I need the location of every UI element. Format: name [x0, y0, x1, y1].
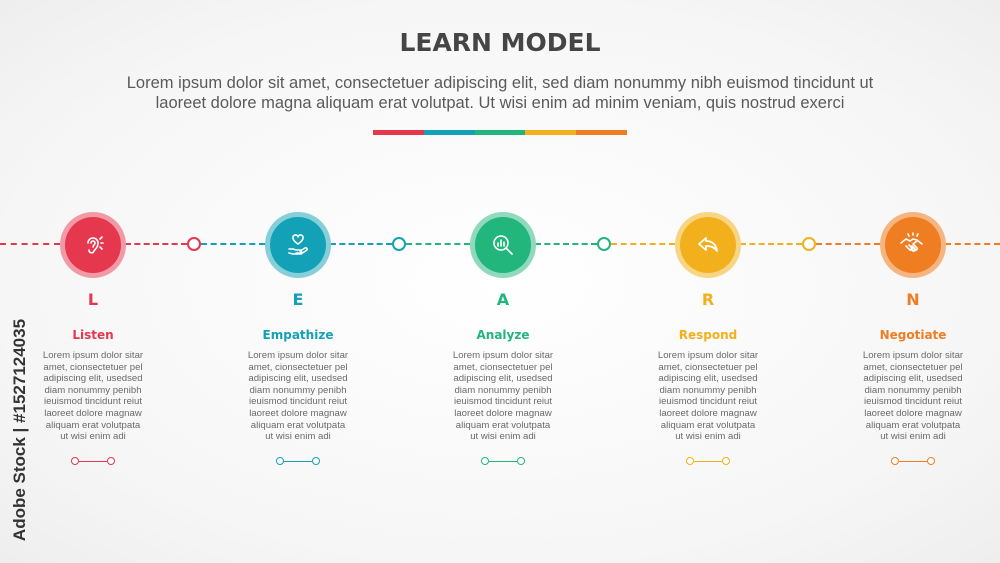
- timeline-segment: [406, 243, 470, 245]
- step-negotiate: N Negotiate Lorem ipsum dolor sitar amet…: [838, 0, 988, 563]
- subtitle-line-2: laoreet dolore magna aliquam erat volutp…: [155, 94, 845, 112]
- step-letter: A: [496, 290, 510, 309]
- step-circle: [675, 212, 741, 278]
- step-label: Respond: [678, 328, 738, 342]
- step-circle: [265, 212, 331, 278]
- step-label: Negotiate: [879, 328, 947, 342]
- divider-segment-orange: [576, 130, 627, 135]
- timeline-segment: [945, 243, 1000, 245]
- timeline-node: [187, 237, 201, 251]
- timeline-segment: [740, 243, 802, 245]
- timeline-segment: [201, 243, 265, 245]
- step-analyze: A Analyze Lorem ipsum dolor sitar amet, …: [428, 0, 578, 563]
- stock-credit: Adobe Stock | #1527124035: [10, 318, 29, 542]
- step-circle: [880, 212, 946, 278]
- page-subtitle: Lorem ipsum dolor sit amet, consectetuer…: [50, 73, 950, 113]
- timeline-node: [802, 237, 816, 251]
- subtitle-line-1: Lorem ipsum dolor sit amet, consectetuer…: [126, 74, 874, 92]
- step-label: Analyze: [476, 328, 530, 342]
- timeline-segment: [330, 243, 392, 245]
- timeline-segment: [816, 243, 880, 245]
- step-listen: L Listen Lorem ipsum dolor sitar amet, c…: [18, 0, 168, 563]
- ear-icon: [87, 236, 104, 254]
- step-letter: R: [701, 290, 715, 309]
- divider-segment-yellow: [525, 130, 577, 135]
- timeline-line: [0, 243, 1000, 245]
- step-circle: [470, 212, 536, 278]
- analysis-magnifier-icon: [493, 235, 513, 255]
- step-description: Lorem ipsum dolor sitar amet, cionsectet…: [452, 350, 554, 443]
- step-description: Lorem ipsum dolor sitar amet, cionsectet…: [862, 350, 964, 443]
- step-connector: [71, 455, 115, 467]
- step-circle: [60, 212, 126, 278]
- step-description: Lorem ipsum dolor sitar amet, cionsectet…: [657, 350, 759, 443]
- step-connector: [481, 455, 525, 467]
- step-empathize: E Empathize Lorem ipsum dolor sitar amet…: [223, 0, 373, 563]
- step-connector: [891, 455, 935, 467]
- step-label: Empathize: [262, 328, 334, 342]
- step-connector: [686, 455, 730, 467]
- step-description: Lorem ipsum dolor sitar amet, cionsectet…: [42, 350, 144, 443]
- timeline-node: [392, 237, 406, 251]
- step-label: Listen: [72, 328, 114, 342]
- timeline-node: [597, 237, 611, 251]
- reply-arrow-icon: [698, 237, 718, 252]
- step-letter: E: [292, 290, 304, 309]
- timeline-segment: [125, 243, 187, 245]
- timeline-segment: [0, 243, 60, 245]
- step-letter: N: [906, 290, 920, 309]
- step-connector: [276, 455, 320, 467]
- page-title: LEARN MODEL: [399, 28, 601, 57]
- divider-segment-red: [373, 130, 424, 135]
- step-description: Lorem ipsum dolor sitar amet, cionsectet…: [247, 350, 349, 443]
- divider-segment-green: [474, 130, 526, 135]
- step-letter: L: [87, 290, 99, 309]
- handshake-icon: [900, 232, 923, 252]
- timeline-segment: [611, 243, 675, 245]
- step-respond: R Respond Lorem ipsum dolor sitar amet, …: [633, 0, 783, 563]
- heart-hand-icon: [288, 234, 308, 255]
- title-divider: [373, 130, 627, 135]
- divider-segment-teal: [423, 130, 475, 135]
- timeline-segment: [535, 243, 597, 245]
